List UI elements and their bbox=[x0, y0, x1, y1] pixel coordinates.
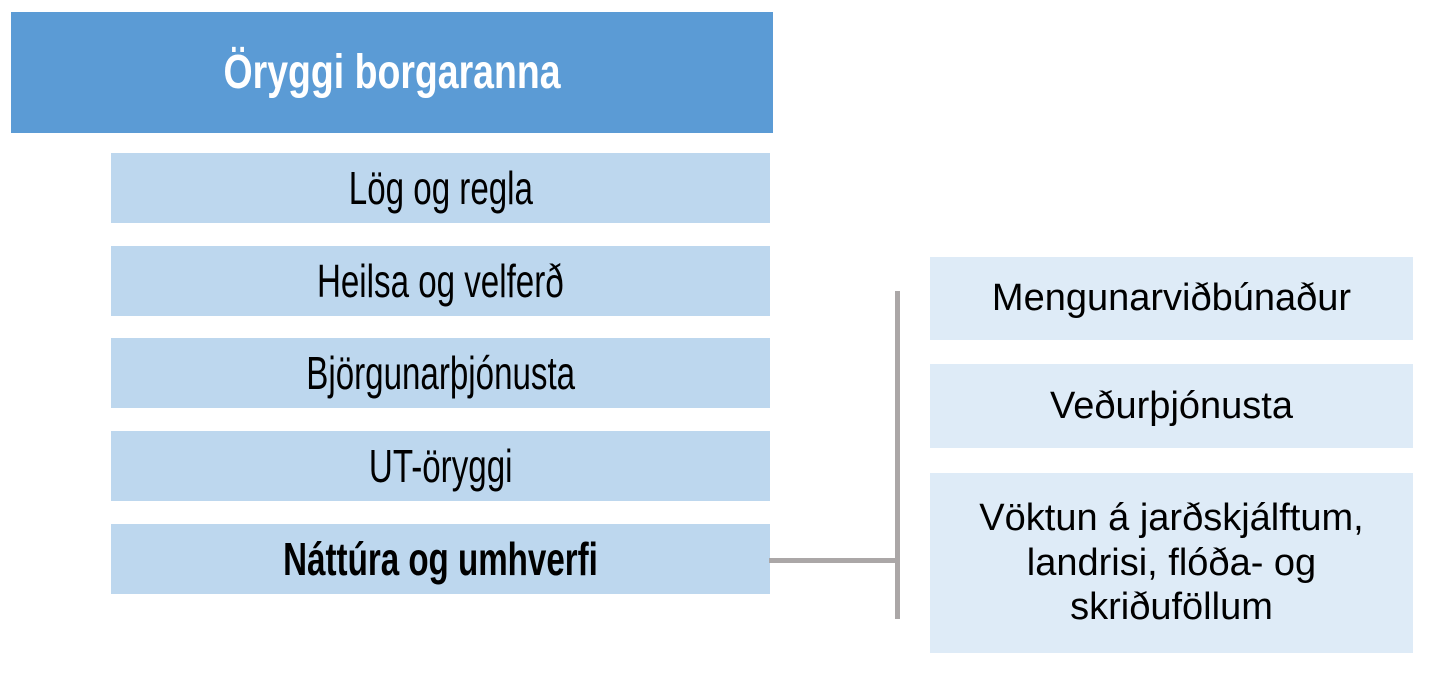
node-label: Lög og regla bbox=[348, 162, 533, 214]
node-ut-oryggi: UT-öryggi bbox=[111, 431, 770, 501]
node-label: Björgunarþjónusta bbox=[306, 347, 575, 399]
node-label: Veðurþjónusta bbox=[1050, 384, 1293, 427]
node-log-og-regla: Lög og regla bbox=[111, 153, 770, 223]
node-label: Heilsa og velferð bbox=[317, 255, 564, 307]
node-label: Mengunarviðbúnaður bbox=[991, 277, 1352, 320]
node-label: UT-öryggi bbox=[368, 440, 513, 492]
node-heilsa-og-velferd: Heilsa og velferð bbox=[111, 246, 770, 316]
root-node-label: Öryggi borgaranna bbox=[223, 46, 561, 99]
node-mengunarvidbunadur: Mengunarviðbúnaður bbox=[930, 257, 1413, 340]
node-vedurthjonusta: Veðurþjónusta bbox=[930, 364, 1413, 448]
node-voktun-a-jardskjalftum: Vöktun á jarðskjálftum, landrisi, flóða-… bbox=[930, 473, 1413, 653]
node-label: Vöktun á jarðskjálftum, landrisi, flóða-… bbox=[979, 496, 1364, 629]
connector-vertical-line bbox=[895, 291, 900, 619]
root-node-oryggi-borgaranna: Öryggi borgaranna bbox=[11, 12, 773, 133]
node-bjorgunarthjonusta: Björgunarþjónusta bbox=[111, 338, 770, 408]
node-label: Náttúra og umhverfi bbox=[283, 533, 598, 585]
node-nattura-og-umhverfi: Náttúra og umhverfi bbox=[111, 524, 770, 594]
connector-horizontal-line bbox=[769, 558, 900, 563]
